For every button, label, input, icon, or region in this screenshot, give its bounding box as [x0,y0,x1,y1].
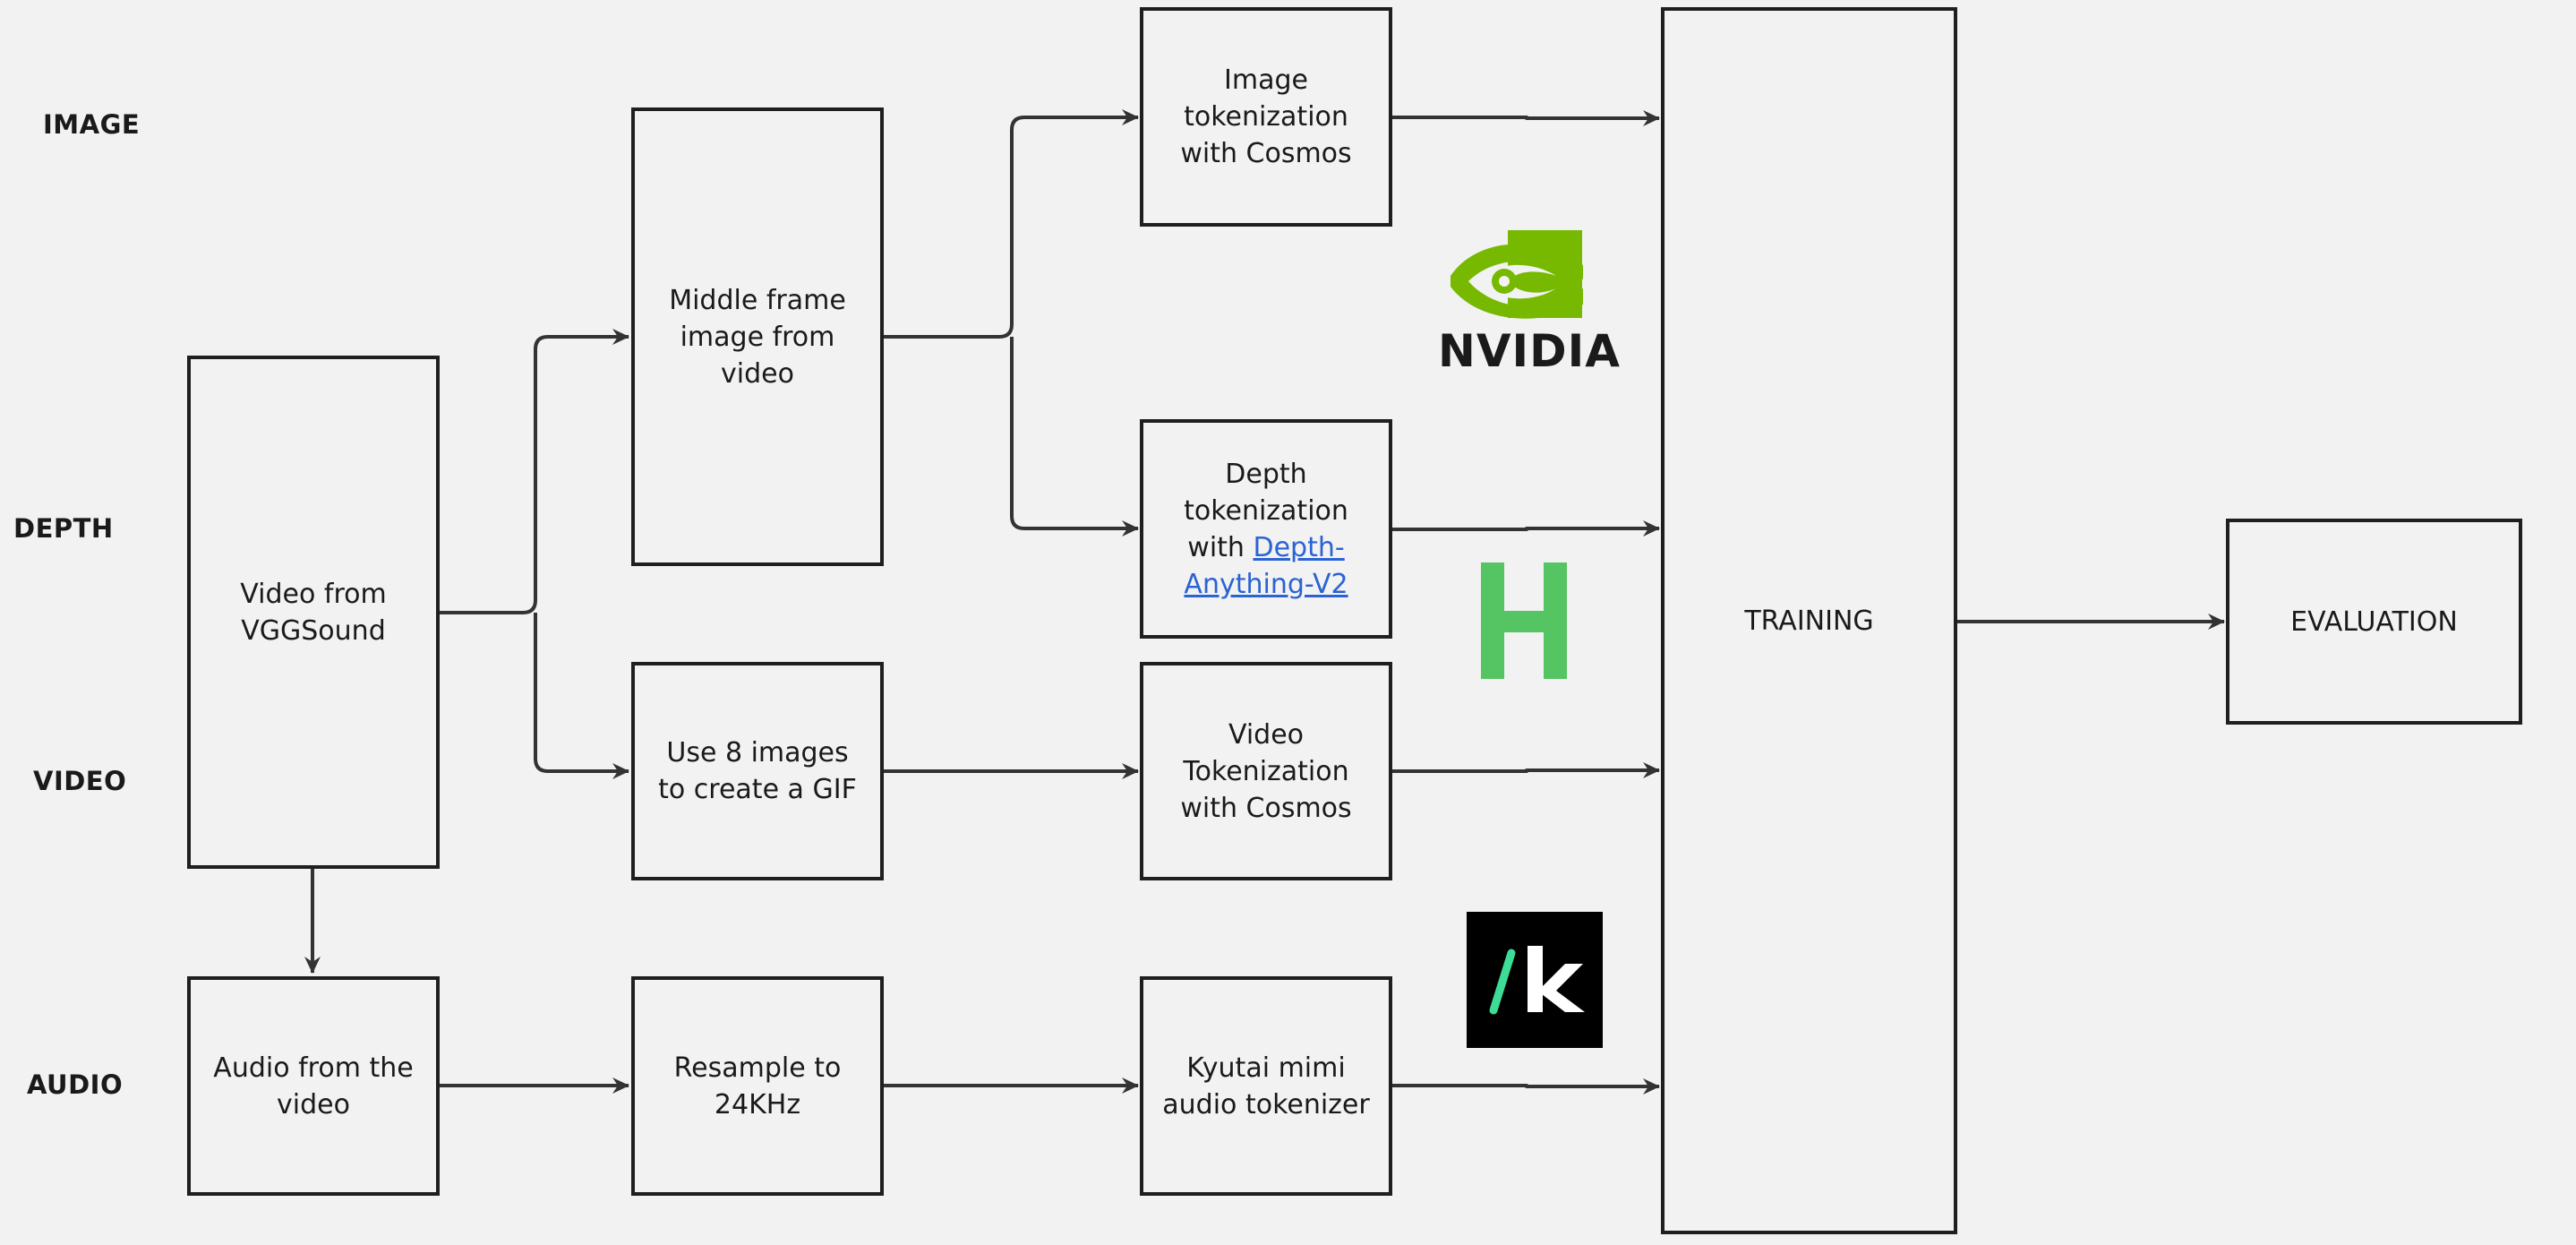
audio-extract-node[interactable]: Audio from the video [187,976,440,1196]
evaluation-label: EVALUATION [2290,605,2458,638]
nvidia-logo: NVIDIA [1433,229,1630,377]
audio-tokenizer-label: Kyutai mimi audio tokenizer [1162,1052,1370,1120]
arrow-middle-frame-to-depth-tokenization [1010,337,1139,537]
audio-extract-label: Audio from the video [213,1052,414,1120]
source-video-node[interactable]: Video from VGGSound [187,356,440,869]
row-label-depth: DEPTH [13,513,114,544]
depth-tokenization-label: Depth tokenization with [1184,458,1348,563]
depth-anything-v2-link[interactable]: Depth-Anything-V2 [1184,531,1348,600]
hugging-face-logo [1477,561,1570,681]
training-node[interactable]: TRAINING [1661,7,1957,1234]
arrow-middle-frame-to-image-tokenization [883,109,1139,339]
audio-tokenizer-node[interactable]: Kyutai mimi audio tokenizer [1140,976,1392,1196]
source-video-label: Video from VGGSound [240,578,387,647]
nvidia-wordmark: NVIDIA [1438,325,1621,373]
arrow-video-tokenization-to-training [1391,762,1660,778]
middle-frame-label: Middle frame image from video [669,284,846,390]
row-label-video: VIDEO [33,766,127,796]
resample-label: Resample to 24KHz [673,1052,842,1120]
image-tokenization-label: Image tokenization with Cosmos [1180,64,1352,169]
image-tokenization-node[interactable]: Image tokenization with Cosmos [1140,7,1392,227]
gif-label: Use 8 images to create a GIF [658,737,857,805]
row-label-audio: AUDIO [27,1069,124,1100]
hugging-face-h-logo [1481,562,1567,679]
kyutai-k-logo [1467,912,1603,1048]
depth-tokenization-node[interactable]: Depth tokenization with Depth-Anything-V… [1140,419,1392,639]
row-label-image: IMAGE [43,109,141,140]
depth-tokenization-text: Depth tokenization with Depth-Anything-V… [1159,456,1374,603]
gif-node[interactable]: Use 8 images to create a GIF [631,662,884,880]
video-tokenization-label: Video Tokenization with Cosmos [1180,718,1352,824]
middle-frame-node[interactable]: Middle frame image from video [631,107,884,566]
evaluation-node[interactable]: EVALUATION [2226,519,2522,725]
nvidia-eye-logo: NVIDIA [1438,230,1621,377]
arrow-video-to-gif [534,613,629,779]
video-tokenization-node[interactable]: Video Tokenization with Cosmos [1140,662,1392,880]
training-label: TRAINING [1744,605,1874,637]
arrow-image-tokenization-to-training [1391,110,1660,126]
kyutai-logo [1467,912,1603,1048]
resample-node[interactable]: Resample to 24KHz [631,976,884,1196]
arrow-video-to-middle-frame [438,329,629,614]
arrow-depth-tokenization-to-training [1391,520,1660,537]
